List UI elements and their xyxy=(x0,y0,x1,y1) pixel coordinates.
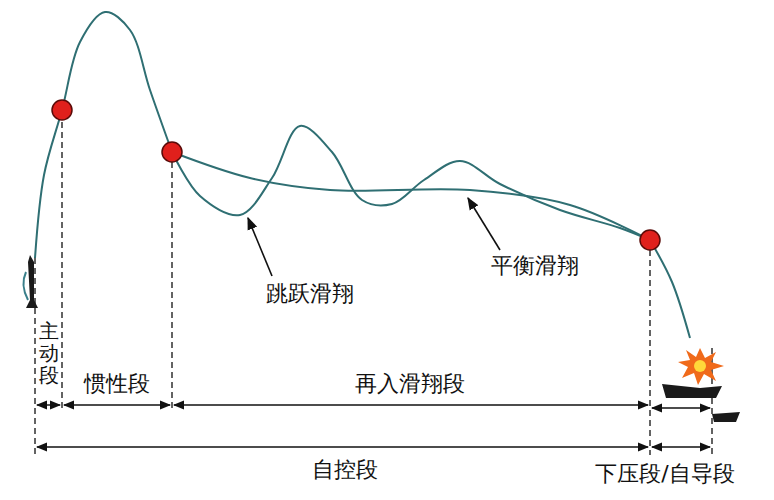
leader-arrows xyxy=(248,198,500,276)
phase-label: 惯性段 xyxy=(82,371,152,396)
glide-mode-label: 平衡滑翔 xyxy=(489,253,581,278)
phase-label: 下压段/自导段 xyxy=(593,461,736,486)
dashed-guides xyxy=(35,112,712,455)
span-arrows xyxy=(37,405,710,447)
trajectory-curve xyxy=(35,12,172,258)
explosion-icon xyxy=(662,348,740,422)
trajectory-curves xyxy=(35,12,690,338)
trajectory-curve xyxy=(650,240,690,338)
trajectory-curve xyxy=(172,126,650,240)
phase-label: 自控段 xyxy=(310,457,380,482)
phase-label: 再入滑翔段 xyxy=(353,371,467,396)
missile-icon xyxy=(23,255,38,308)
trajectory-curve xyxy=(172,152,650,240)
red-dots xyxy=(52,100,660,250)
glide-mode-label: 跳跃滑翔 xyxy=(264,281,356,306)
phase-label: 主动段 xyxy=(39,320,59,386)
